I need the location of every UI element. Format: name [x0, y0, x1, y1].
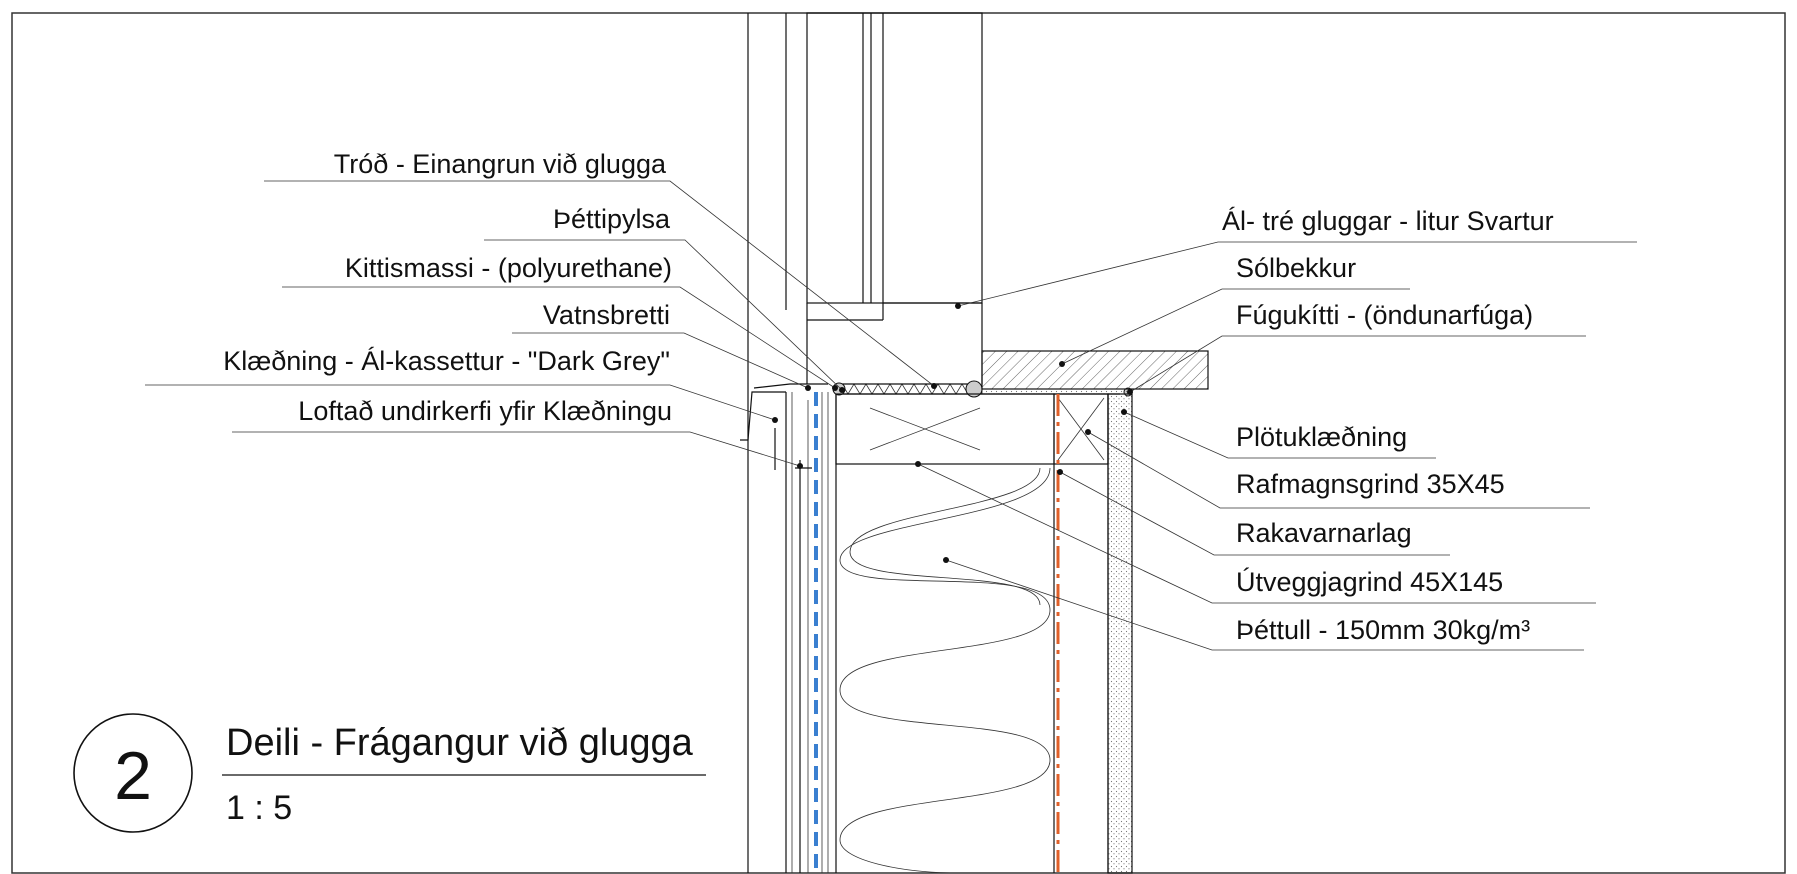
- detail-scale: 1 : 5: [226, 789, 292, 827]
- callout-labels: Tróð - Einangrun við glugga Þéttipylsa K…: [223, 149, 1553, 645]
- detail-title-block: 2 Deili - Frágangur við glugga 1 : 5: [73, 713, 706, 833]
- wall-section: [740, 12, 1209, 874]
- detail-number: 2: [114, 738, 152, 814]
- label-trod: Tróð - Einangrun við glugga: [334, 149, 667, 179]
- label-thettull: Þéttull - 150mm 30kg/m³: [1236, 615, 1530, 645]
- mineral-wool: [839, 467, 1051, 874]
- insulation-strip: [841, 383, 969, 395]
- detail-title: Deili - Frágangur við glugga: [226, 722, 694, 764]
- label-thettipylsa: Þéttipylsa: [553, 204, 671, 234]
- detail-number-circle: [73, 713, 193, 833]
- leader-lines: [145, 180, 1637, 651]
- window-sill-board: [981, 350, 1209, 390]
- label-rafmagnsgrind: Rafmagnsgrind 35X45: [1236, 469, 1505, 499]
- label-vatnsbretti: Vatnsbretti: [543, 300, 670, 330]
- label-solbekkur: Sólbekkur: [1236, 253, 1356, 283]
- label-rakavarnarlag: Rakavarnarlag: [1236, 518, 1412, 548]
- label-gluggar: Ál- tré gluggar - litur Svartur: [1222, 206, 1554, 236]
- lining-board: [1107, 393, 1133, 874]
- label-fugukitti: Fúgukítti - (öndunarfúga): [1236, 300, 1533, 330]
- label-plotuklaedning: Plötuklæðning: [1236, 422, 1407, 452]
- label-klaedning: Klæðning - Ál-kassettur - "Dark Grey": [223, 346, 670, 376]
- label-utveggjagrind: Útveggjagrind 45X145: [1236, 566, 1503, 597]
- label-loftad: Loftað undirkerfi yfir Klæðningu: [298, 396, 672, 426]
- label-kittismassi: Kittismassi - (polyurethane): [345, 253, 672, 283]
